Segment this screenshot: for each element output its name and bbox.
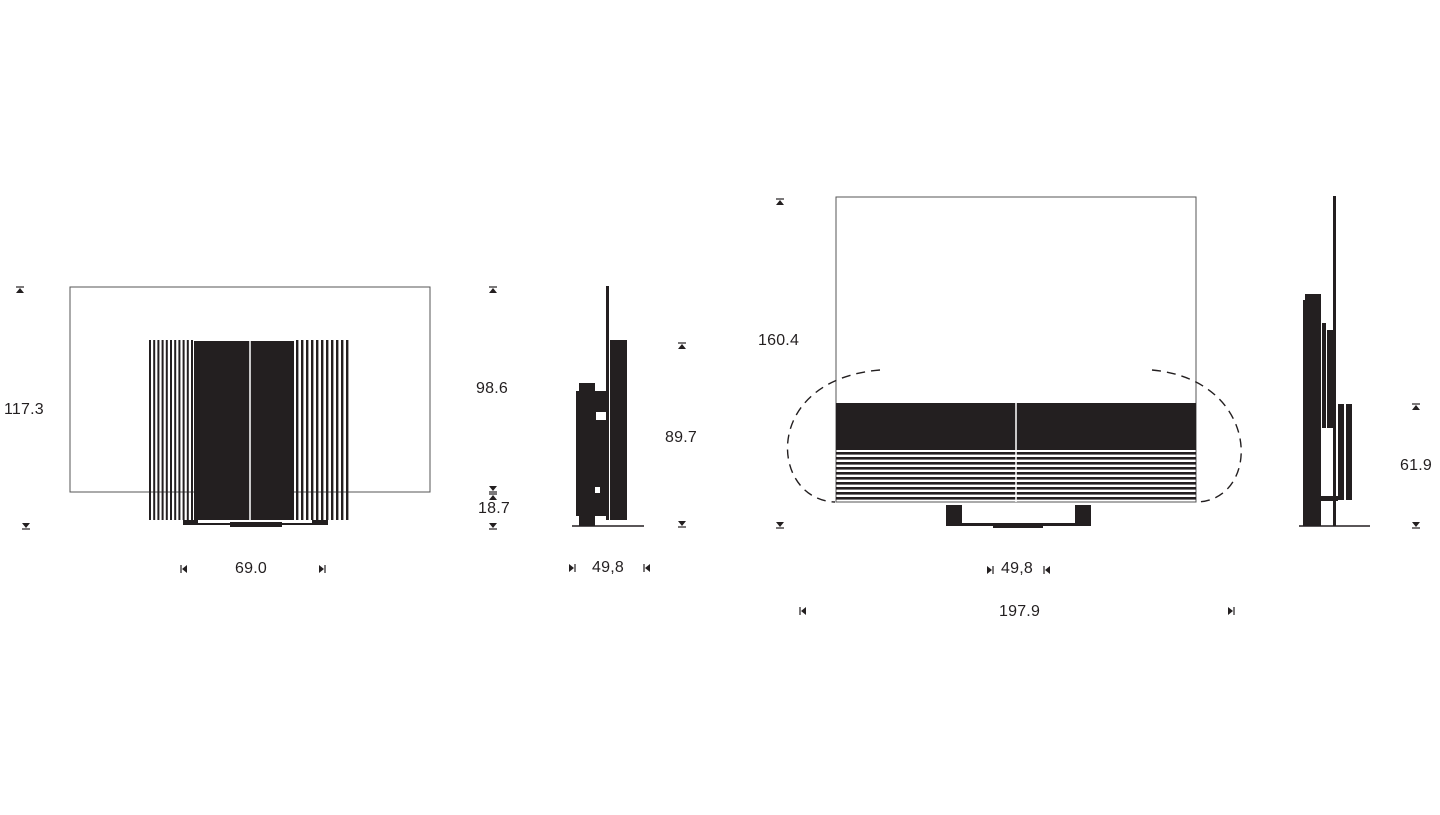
arrow-left-icon (1043, 565, 1051, 575)
front-closed-louvers (149, 340, 193, 520)
side-open-body (1303, 300, 1321, 526)
front-open-width-label: 197.9 (999, 603, 1041, 620)
side-open-stand-height-label: 89.7 (665, 429, 697, 446)
front-open-swing-arc-right (1151, 369, 1242, 503)
louver-slat (331, 340, 334, 520)
arrow-top-icon (775, 198, 785, 206)
louver-slat (346, 340, 349, 520)
side-closed-base-label: 18.7 (478, 500, 510, 517)
side-open-inner-panel (1322, 323, 1326, 428)
front-closed-height-label: 117.3 (4, 401, 44, 418)
side-open-speaker-fold (1338, 404, 1344, 500)
arrow-top-icon (488, 286, 498, 294)
louver-slat (321, 340, 324, 520)
side-open-speaker-fold-2 (1346, 404, 1352, 500)
arrow-left-icon (180, 564, 188, 574)
front-open-swing-arc-left (786, 369, 881, 503)
side-closed-foot (579, 516, 595, 526)
louver-slat (178, 340, 181, 520)
side-closed-height-label: 98.6 (476, 380, 508, 397)
side-closed-gap-highlight (595, 487, 600, 493)
front-open-view (775, 196, 1242, 616)
louver-slat (186, 340, 189, 520)
louver-slat (306, 340, 309, 520)
front-open-base-center (993, 523, 1043, 528)
front-open-stand-label: 49,8 (1001, 560, 1033, 577)
arrow-top-icon (677, 342, 687, 350)
side-closed-mast (606, 286, 609, 520)
arrow-right-icon (1227, 606, 1235, 616)
front-open-foot-right (1075, 505, 1091, 525)
side-closed-view (488, 286, 687, 573)
side-open-hinge (1320, 496, 1338, 501)
arrow-bottom-icon (1411, 521, 1421, 529)
arrow-bottom-icon (488, 485, 498, 493)
louver-slat (165, 340, 168, 520)
arrow-right-icon (568, 563, 576, 573)
front-closed-base-bar (183, 523, 328, 525)
louver-slat (174, 340, 177, 520)
louver-slat (153, 340, 156, 520)
louver-slat (170, 340, 172, 520)
front-open-height-label: 160.4 (758, 332, 800, 349)
side-closed-notch (596, 412, 606, 420)
front-closed-width-label: 69.0 (235, 560, 267, 577)
front-closed-view (15, 286, 431, 574)
arrow-left-icon (799, 606, 807, 616)
front-closed-center-panel (194, 341, 294, 520)
side-closed-body (576, 391, 606, 516)
arrow-top-icon (1411, 403, 1421, 411)
front-open-foot-left (946, 505, 962, 525)
louver-slat (336, 340, 339, 520)
louver-slat (182, 340, 185, 520)
front-closed-foot-left (183, 520, 198, 525)
front-closed-foot-right (312, 520, 328, 525)
side-closed-back-panel (610, 340, 627, 520)
arrow-bottom-icon (775, 521, 785, 529)
arrow-right-icon (986, 565, 994, 575)
louver-slat (301, 340, 304, 520)
side-open-inner-panel-2 (1327, 330, 1333, 428)
louver-slat (326, 340, 329, 520)
arrow-right-icon (318, 564, 326, 574)
louver-slat (149, 340, 151, 520)
front-closed-louvers-right (296, 340, 349, 520)
arrow-left-icon (643, 563, 651, 573)
side-closed-depth-label: 49,8 (592, 559, 624, 576)
louver-slat (341, 340, 344, 520)
louver-slat (191, 340, 193, 520)
arrow-bottom-icon (488, 522, 498, 530)
side-closed-top-cap (579, 383, 595, 391)
side-open-top-cap (1305, 294, 1321, 301)
louver-slat (311, 340, 314, 520)
arrow-bottom-icon (21, 522, 31, 530)
arrow-bottom-icon (677, 520, 687, 528)
louver-slat (296, 340, 299, 520)
side-open-height-label: 61.9 (1400, 457, 1432, 474)
arrow-top-icon (15, 286, 25, 294)
side-open-view (1299, 196, 1421, 529)
louver-slat (157, 340, 160, 520)
side-open-mast (1333, 196, 1336, 526)
louver-slat (161, 340, 164, 520)
louver-slat (316, 340, 319, 520)
